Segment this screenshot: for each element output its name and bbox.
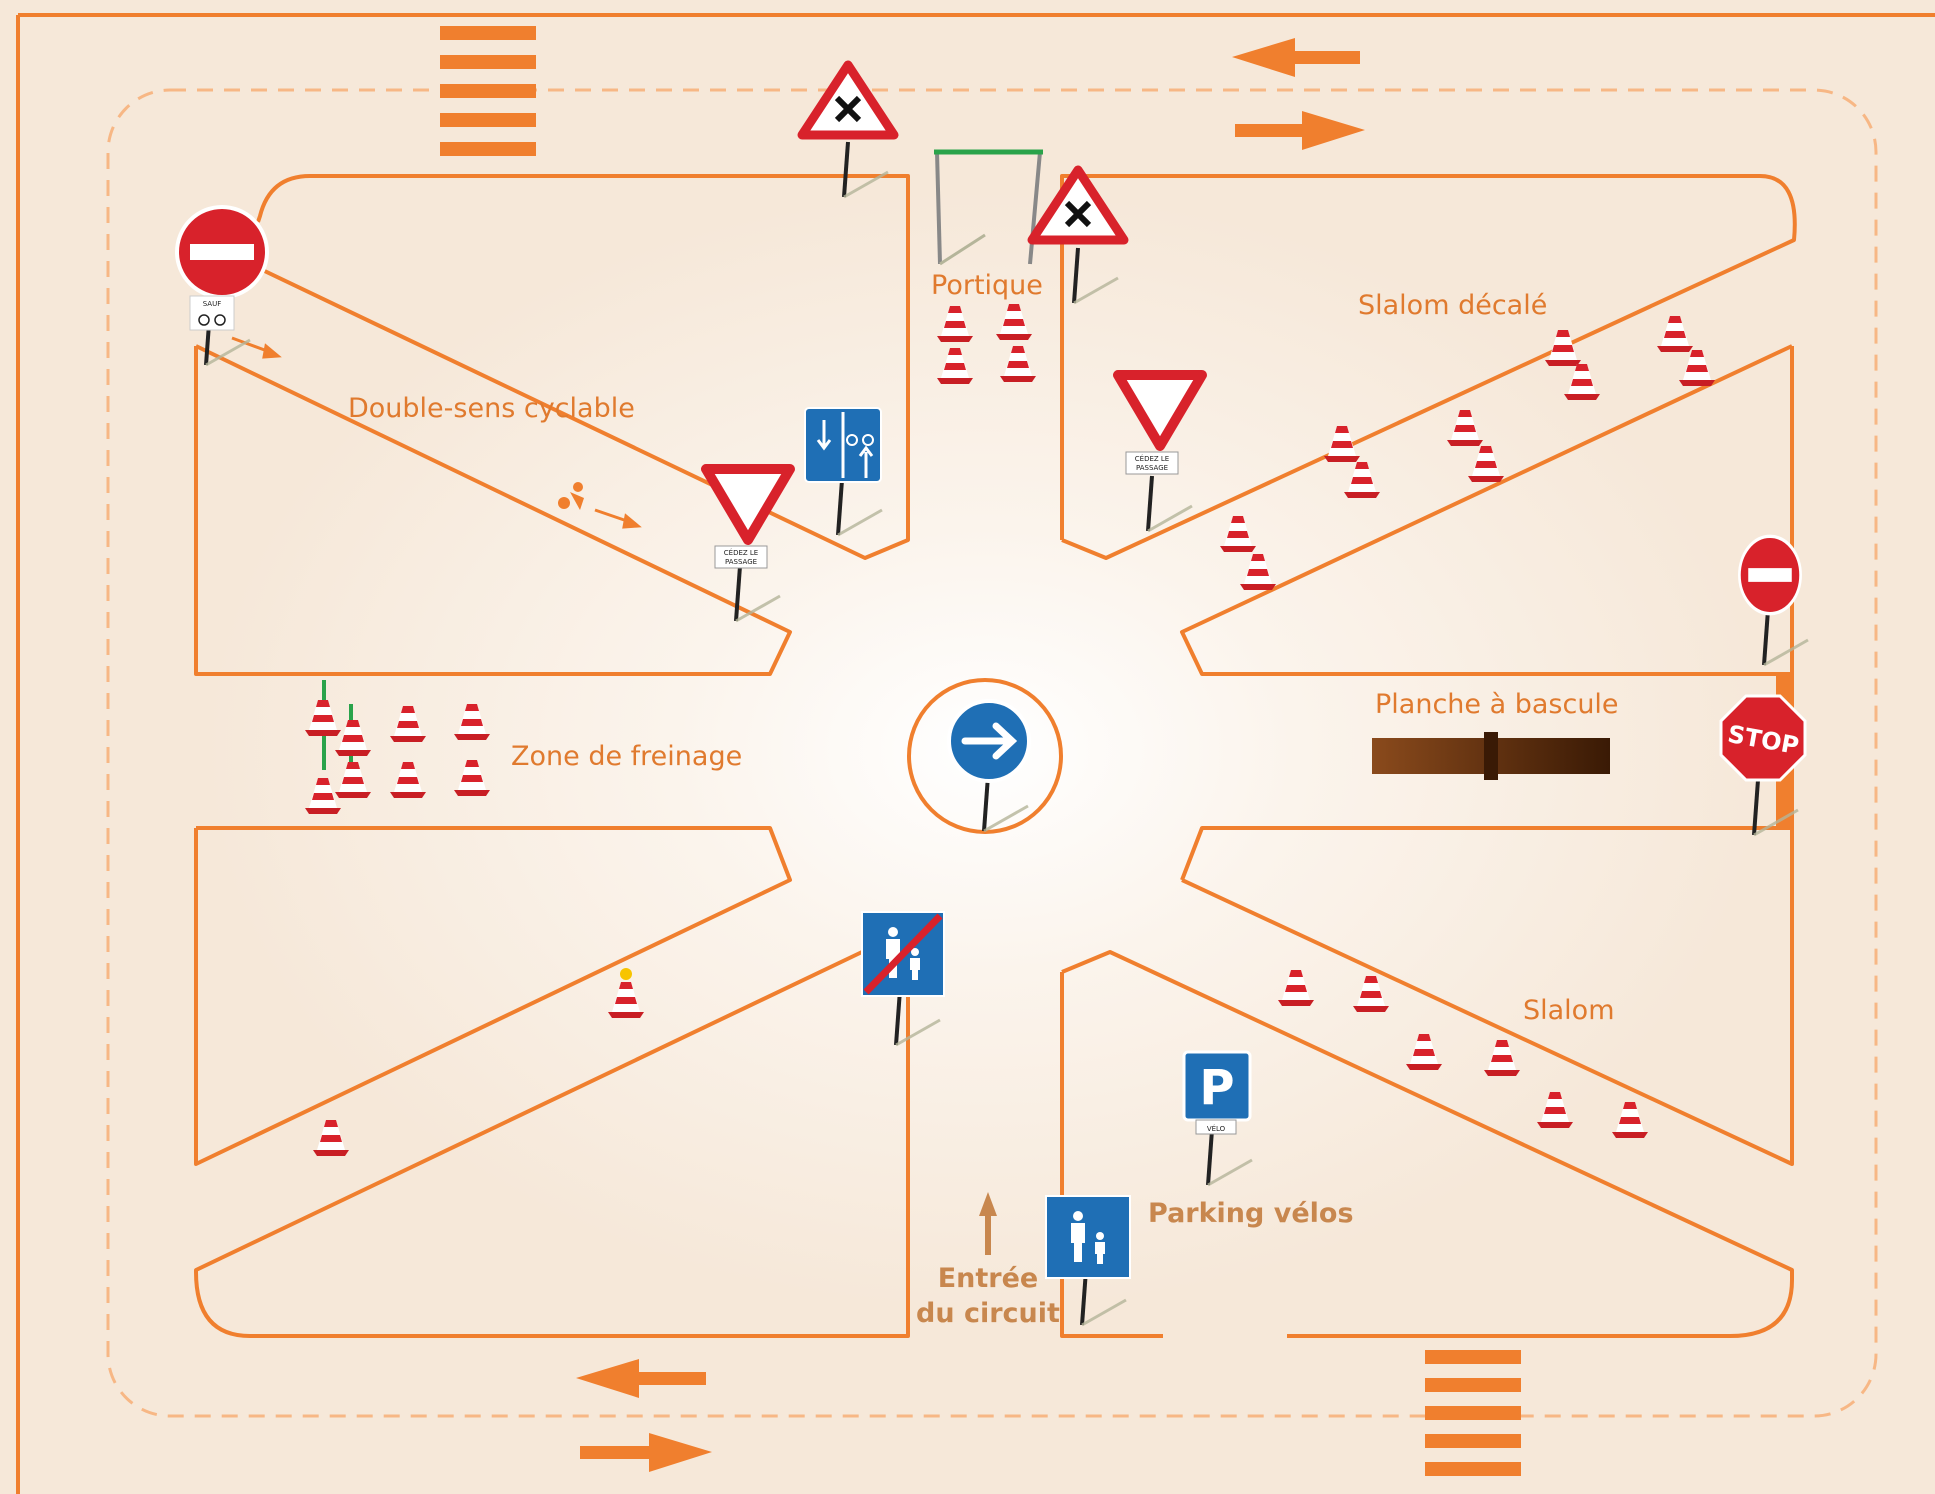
no-entry-sign-icon: SAUF	[175, 205, 269, 367]
stop-sign-icon: STOP	[1719, 694, 1807, 837]
pedestrian-zone-sign-icon	[1045, 1195, 1131, 1327]
bike-lane-sign-icon	[804, 407, 884, 537]
label-slalom-decale: Slalom décalé	[1358, 290, 1547, 321]
parking-letter: P	[1199, 1060, 1234, 1116]
entrance-arrow-icon	[979, 1192, 997, 1255]
seesaw-plank-icon	[1372, 732, 1610, 780]
yield-sign-icon: CÉDEZ LE PASSAGE	[1118, 375, 1202, 533]
label-entree-2: du circuit	[916, 1298, 1060, 1329]
label-entree-1: Entrée	[938, 1263, 1039, 1294]
gantry-icon	[934, 149, 1043, 266]
contraflow-arrow-icon	[231, 336, 642, 529]
label-planche: Planche à bascule	[1375, 689, 1619, 720]
label-portique: Portique	[931, 270, 1043, 301]
label-zone-freinage: Zone de freinage	[511, 741, 742, 772]
cedez-text-1: CÉDEZ LE	[724, 548, 758, 557]
cyclist-icon	[558, 482, 584, 510]
dashed-track	[106, 88, 1878, 1418]
outer-boundary	[16, 13, 1935, 1494]
end-pedestrian-zone-sign-icon	[861, 911, 945, 1047]
no-entry-sign-icon	[1737, 534, 1810, 667]
direction-arrow-icon	[576, 38, 1365, 1472]
parking-sign-icon: P VÉLO	[1182, 1050, 1254, 1187]
cedez-text-2: PASSAGE	[725, 558, 757, 566]
label-double-sens: Double-sens cyclable	[348, 393, 635, 424]
cedez-text-2: PASSAGE	[1136, 464, 1168, 472]
crosswalk-icon	[1425, 1350, 1521, 1476]
crosswalk-icon	[440, 26, 536, 156]
yield-sign-icon: CÉDEZ LE PASSAGE	[706, 469, 790, 623]
label-slalom: Slalom	[1523, 995, 1615, 1026]
sauf-plate: SAUF	[203, 300, 222, 308]
cedez-text-1: CÉDEZ LE	[1135, 454, 1169, 463]
crossroads-warning-sign-icon	[1032, 170, 1124, 305]
mandatory-direction-sign-icon	[947, 699, 1031, 833]
cone-light-icon	[620, 968, 632, 980]
label-parking: Parking vélos	[1148, 1198, 1354, 1229]
velo-plate: VÉLO	[1207, 1124, 1226, 1133]
